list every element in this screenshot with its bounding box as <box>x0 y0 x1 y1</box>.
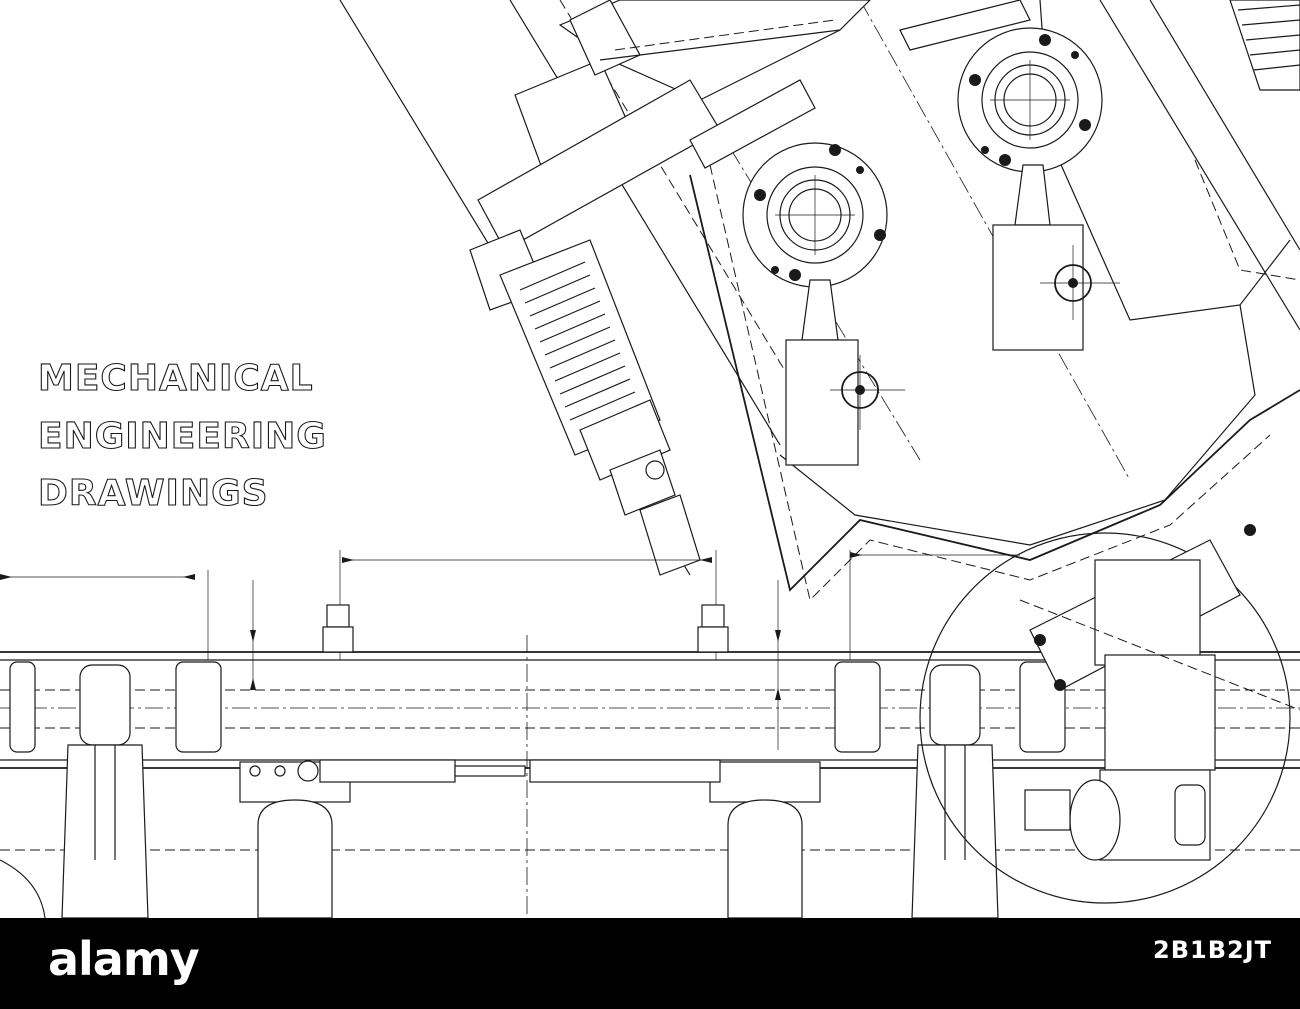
title-text: MECHANICAL ENGINEERING DRAWINGS <box>37 357 327 514</box>
actuator <box>249 759 721 783</box>
detail-view <box>919 524 1300 904</box>
watermark-footer: alamy 2B1B2JT <box>0 918 1300 1009</box>
mechanical-drawing: .ln { fill: none; stroke: #1a1a1a; strok… <box>0 0 1300 918</box>
image-meta: 2B1B2JT <box>1153 936 1272 964</box>
image-id: 2B1B2JT <box>1153 936 1272 964</box>
valve-right <box>957 27 1120 351</box>
dimension-lines <box>0 550 1020 750</box>
title-line-1: MECHANICAL <box>38 358 314 399</box>
spring-assembly <box>499 239 701 576</box>
rail-slots <box>9 661 1066 753</box>
valve-left <box>742 142 905 466</box>
title-line-2: ENGINEERING <box>38 416 327 457</box>
title-line-3: DRAWINGS <box>38 473 269 514</box>
rail-bolts <box>322 604 729 653</box>
alamy-logo: alamy <box>48 932 200 986</box>
octagon-housing <box>689 0 1300 601</box>
top-bracket <box>469 0 1031 311</box>
top-right-spring <box>1229 0 1300 91</box>
